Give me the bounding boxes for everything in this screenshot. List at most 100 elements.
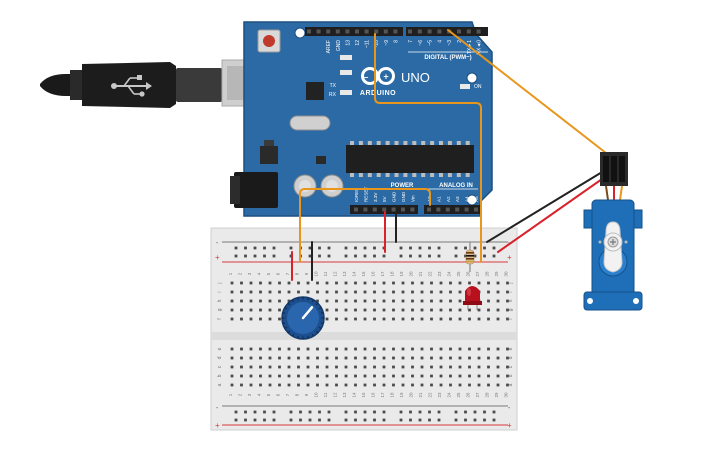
breadboard-hole[interactable] [289, 418, 293, 422]
breadboard-hole[interactable] [506, 308, 509, 312]
breadboard-hole[interactable] [278, 317, 281, 321]
breadboard-hole[interactable] [240, 299, 243, 303]
breadboard-hole[interactable] [411, 356, 414, 360]
breadboard-hole[interactable] [373, 418, 376, 422]
breadboard-hole[interactable] [401, 365, 405, 369]
header-pin[interactable] [355, 29, 359, 34]
breadboard-hole[interactable] [230, 347, 234, 351]
header-pin[interactable] [410, 207, 415, 212]
breadboard-hole[interactable] [430, 281, 433, 285]
breadboard-hole[interactable] [335, 347, 338, 351]
breadboard-hole[interactable] [306, 383, 310, 387]
breadboard-hole[interactable] [409, 254, 412, 258]
breadboard-hole[interactable] [492, 418, 496, 422]
breadboard-hole[interactable] [399, 254, 403, 258]
breadboard-hole[interactable] [373, 246, 376, 250]
breadboard-hole[interactable] [449, 374, 452, 378]
breadboard-hole[interactable] [458, 317, 462, 321]
breadboard-hole[interactable] [382, 254, 386, 258]
breadboard-hole[interactable] [473, 410, 477, 414]
breadboard-hole[interactable] [409, 418, 412, 422]
breadboard-hole[interactable] [259, 374, 262, 378]
breadboard[interactable]: - - + + - - + + 112233445566778899101011… [210, 227, 518, 431]
breadboard-hole[interactable] [401, 383, 405, 387]
breadboard-hole[interactable] [411, 374, 414, 378]
breadboard-hole[interactable] [335, 308, 338, 312]
breadboard-hole[interactable] [483, 418, 486, 422]
header-pin[interactable] [326, 29, 331, 34]
wire-led-signal[interactable] [374, 33, 482, 263]
header-pin[interactable] [464, 207, 469, 212]
breadboard-hole[interactable] [496, 374, 500, 378]
breadboard-hole[interactable] [437, 246, 441, 250]
header-pin[interactable] [445, 207, 450, 212]
breadboard-hole[interactable] [430, 308, 433, 312]
header-pin[interactable] [383, 29, 388, 34]
breadboard-hole[interactable] [268, 383, 272, 387]
breadboard-hole[interactable] [327, 254, 331, 258]
breadboard-hole[interactable] [244, 254, 247, 258]
breadboard-hole[interactable] [363, 356, 367, 360]
breadboard-hole[interactable] [244, 410, 247, 414]
breadboard-hole[interactable] [496, 347, 500, 351]
breadboard-hole[interactable] [325, 281, 329, 285]
breadboard-hole[interactable] [373, 356, 376, 360]
breadboard-hole[interactable] [439, 299, 443, 303]
breadboard-hole[interactable] [449, 365, 452, 369]
breadboard-hole[interactable] [464, 410, 467, 414]
header-pin[interactable] [455, 207, 460, 212]
wire-servo-signal[interactable] [447, 29, 616, 161]
breadboard-hole[interactable] [496, 365, 500, 369]
usb-cable[interactable] [40, 59, 257, 108]
breadboard-hole[interactable] [477, 317, 481, 321]
breadboard-hole[interactable] [392, 308, 395, 312]
breadboard-hole[interactable] [344, 254, 348, 258]
header-pin[interactable] [363, 207, 368, 212]
breadboard-hole[interactable] [230, 383, 234, 387]
breadboard-hole[interactable] [392, 347, 395, 351]
breadboard-hole[interactable] [268, 356, 272, 360]
breadboard-hole[interactable] [249, 356, 253, 360]
breadboard-hole[interactable] [496, 281, 500, 285]
breadboard-hole[interactable] [297, 290, 300, 294]
breadboard-hole[interactable] [411, 383, 414, 387]
breadboard-hole[interactable] [268, 290, 272, 294]
breadboard-hole[interactable] [278, 347, 281, 351]
breadboard-hole[interactable] [439, 317, 443, 321]
breadboard-hole[interactable] [335, 374, 338, 378]
breadboard-hole[interactable] [449, 317, 452, 321]
breadboard-hole[interactable] [373, 299, 376, 303]
breadboard-hole[interactable] [354, 299, 357, 303]
breadboard-hole[interactable] [308, 254, 312, 258]
header-pin[interactable] [408, 29, 412, 34]
breadboard-hole[interactable] [363, 383, 367, 387]
breadboard-hole[interactable] [373, 365, 376, 369]
breadboard-hole[interactable] [449, 356, 452, 360]
breadboard-hole[interactable] [335, 317, 338, 321]
breadboard-hole[interactable] [428, 410, 431, 414]
breadboard-hole[interactable] [420, 365, 424, 369]
breadboard-hole[interactable] [464, 418, 467, 422]
breadboard-hole[interactable] [473, 254, 477, 258]
breadboard-hole[interactable] [439, 383, 443, 387]
breadboard-hole[interactable] [230, 317, 234, 321]
breadboard-hole[interactable] [468, 356, 471, 360]
breadboard-hole[interactable] [272, 418, 276, 422]
breadboard-hole[interactable] [382, 410, 386, 414]
breadboard-hole[interactable] [240, 317, 243, 321]
breadboard-hole[interactable] [325, 383, 329, 387]
breadboard-hole[interactable] [401, 347, 405, 351]
breadboard-hole[interactable] [449, 383, 452, 387]
breadboard-hole[interactable] [287, 290, 291, 294]
breadboard-hole[interactable] [477, 356, 481, 360]
breadboard-hole[interactable] [477, 347, 481, 351]
breadboard-hole[interactable] [454, 410, 458, 414]
breadboard-hole[interactable] [253, 254, 257, 258]
breadboard-hole[interactable] [240, 308, 243, 312]
breadboard-hole[interactable] [354, 383, 357, 387]
breadboard-hole[interactable] [335, 365, 338, 369]
wire-servo-power[interactable] [497, 171, 613, 253]
breadboard-hole[interactable] [344, 383, 348, 387]
breadboard-hole[interactable] [268, 347, 272, 351]
breadboard-hole[interactable] [325, 365, 329, 369]
